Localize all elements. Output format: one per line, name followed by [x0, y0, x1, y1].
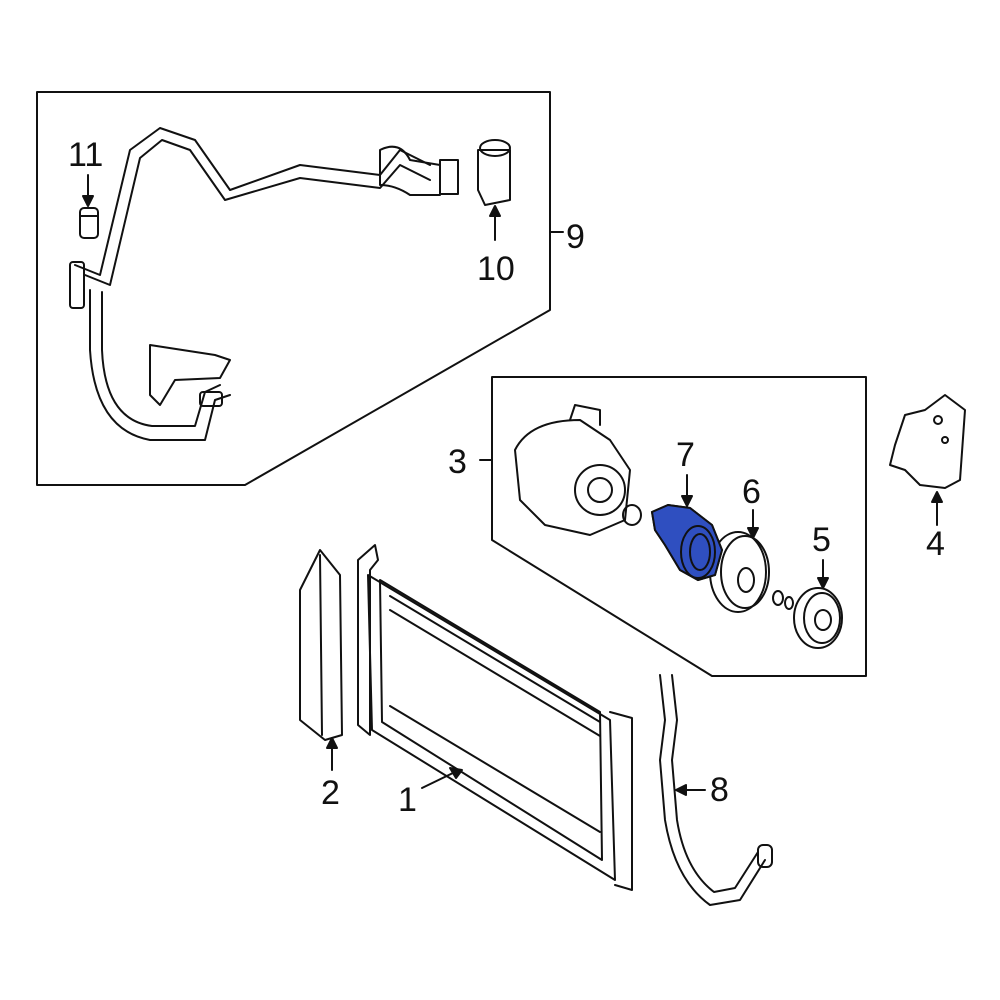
part-8-hose	[659, 674, 773, 906]
callout-1: 1	[398, 781, 417, 819]
part-7-highlight	[650, 503, 724, 582]
callout-10: 10	[477, 250, 515, 288]
part-1-condenser	[357, 544, 633, 891]
part-2-seal	[299, 549, 343, 771]
part-7-coil-inner	[689, 533, 711, 571]
part-7-coil-face	[680, 525, 716, 579]
callout-6: 6	[742, 473, 761, 511]
part-4-bracket	[889, 394, 966, 526]
hose-group-box	[36, 91, 551, 486]
callout-2: 2	[321, 774, 340, 812]
callout-8: 8	[710, 771, 729, 809]
callout-7: 7	[676, 436, 695, 474]
callout-5: 5	[812, 521, 831, 559]
compressor	[514, 404, 642, 536]
callout-11: 11	[68, 136, 104, 174]
part-5-hub	[793, 559, 843, 649]
callout-4: 4	[926, 525, 945, 563]
callout-9: 9	[566, 218, 585, 256]
hose-assembly	[69, 127, 459, 441]
compressor-group-box	[491, 376, 867, 677]
part-10-valve	[477, 139, 511, 241]
callout-3: 3	[448, 443, 467, 481]
part-11-cap	[79, 174, 99, 239]
